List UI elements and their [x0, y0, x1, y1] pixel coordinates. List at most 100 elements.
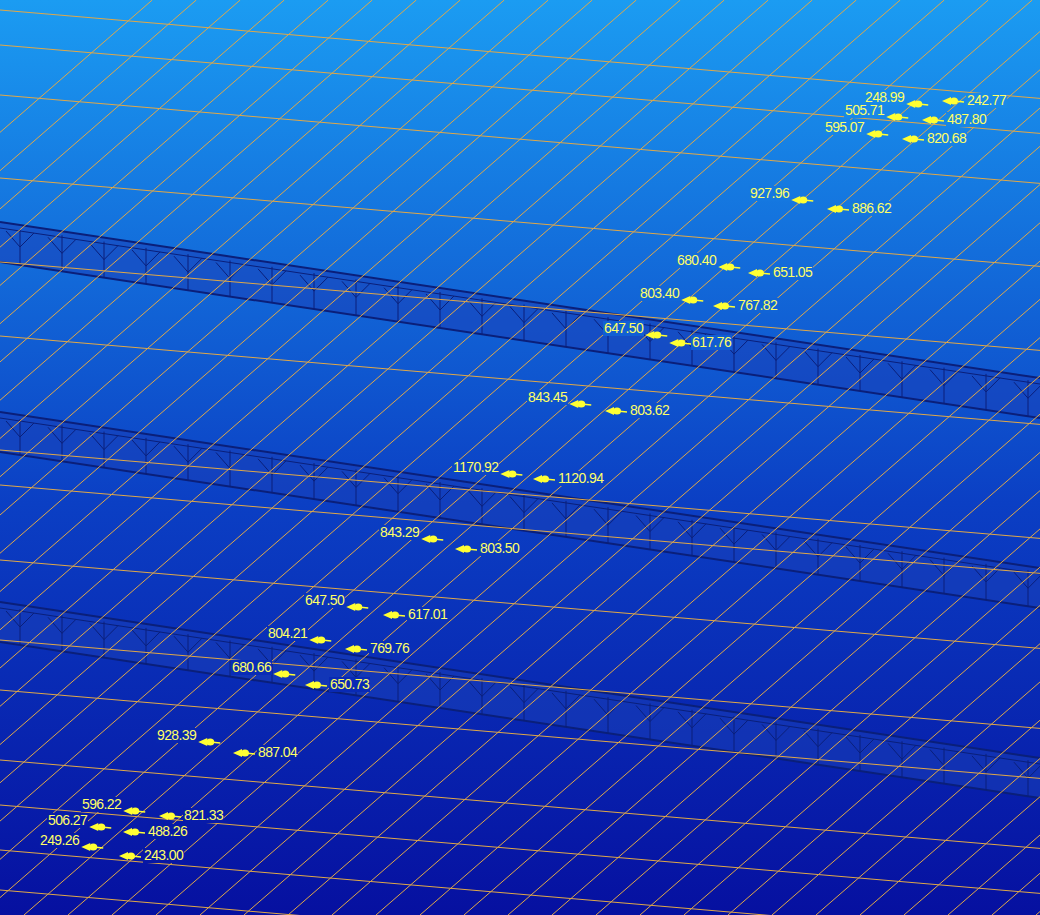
grid-line — [0, 0, 768, 915]
reaction-arrow — [123, 828, 132, 836]
reaction-arrow — [317, 685, 327, 686]
truss-diagonal — [594, 509, 608, 525]
grid-line — [24, 0, 1040, 915]
grid-line — [244, 0, 1040, 915]
truss-diagonal — [1014, 572, 1028, 588]
grid-line — [0, 0, 196, 915]
reaction-arrow — [273, 670, 282, 678]
grid-line — [0, 0, 636, 915]
truss-diagonal — [258, 269, 272, 285]
truss-diagonal — [930, 750, 944, 766]
reaction-arrow — [135, 811, 145, 812]
truss-diagonal — [482, 492, 496, 506]
grid-line — [376, 0, 1040, 915]
reaction-arrow — [942, 97, 951, 105]
reaction-value: 488.26 — [147, 824, 188, 839]
grid-line — [0, 0, 504, 915]
grid-line — [0, 0, 548, 915]
truss-diagonal — [804, 351, 818, 367]
truss-diagonal — [594, 699, 608, 715]
truss-diagonal — [174, 636, 188, 652]
truss-diagonal — [846, 737, 860, 753]
reaction-arrow — [119, 852, 128, 860]
reaction-arrow — [760, 273, 770, 274]
reaction-arrow — [827, 205, 836, 213]
grid-line — [332, 0, 1040, 915]
reaction-value: 887.04 — [257, 745, 298, 760]
truss-diagonal — [636, 706, 650, 722]
grid-line — [0, 0, 944, 915]
reaction-arrow — [902, 135, 911, 143]
reaction-arrow — [285, 674, 295, 675]
reaction-arrow — [135, 832, 145, 833]
reaction-value: 820.68 — [926, 131, 967, 146]
reaction-arrow — [718, 263, 727, 271]
grid-line — [0, 0, 416, 915]
truss-diagonal — [846, 357, 860, 373]
reaction-arrow — [605, 407, 614, 415]
truss-chord — [0, 642, 1040, 798]
truss-diagonal — [776, 346, 790, 360]
reaction-value: 767.82 — [737, 298, 778, 313]
grid-line — [288, 0, 1040, 915]
truss-diagonal — [930, 370, 944, 386]
truss-diagonal — [552, 313, 566, 329]
reaction-arrow — [93, 847, 103, 848]
truss-chord — [0, 222, 1040, 378]
truss-diagonal — [104, 626, 118, 640]
grid-line — [0, 336, 1040, 424]
reaction-value: 680.66 — [231, 660, 272, 675]
truss-diagonal — [986, 378, 1000, 392]
truss-diagonal — [314, 657, 328, 671]
truss-diagonal — [20, 613, 34, 627]
reaction-arrow — [101, 827, 111, 828]
truss-diagonal — [902, 365, 916, 379]
grid-line — [0, 0, 988, 915]
grid-line — [0, 560, 1040, 648]
reaction-arrow — [898, 117, 908, 118]
grid-line — [552, 0, 1040, 915]
reaction-arrow — [309, 636, 318, 644]
reaction-value: 769.76 — [369, 641, 410, 656]
reaction-arrow — [922, 116, 931, 124]
truss-band — [0, 412, 1040, 608]
grid-line — [0, 10, 1040, 98]
truss-diagonal — [510, 307, 524, 323]
reaction-arrow — [512, 474, 522, 475]
truss-diagonal — [174, 446, 188, 462]
truss-chord — [0, 452, 1040, 608]
truss-diagonal — [20, 233, 34, 247]
reaction-arrow — [533, 475, 542, 483]
reaction-value: 927.96 — [749, 186, 790, 201]
truss-diagonal — [888, 363, 902, 379]
grid-line — [640, 0, 1040, 915]
reaction-arrow — [748, 269, 757, 277]
grid-line — [0, 760, 1040, 848]
reaction-value: 650.73 — [329, 677, 370, 692]
truss-diagonal — [818, 733, 832, 747]
truss-diagonal — [720, 528, 734, 544]
reaction-arrow — [906, 100, 915, 108]
truss-diagonal — [468, 680, 482, 696]
truss-diagonal — [972, 376, 986, 392]
grid-line — [200, 0, 1040, 915]
reaction-arrow — [730, 267, 740, 268]
truss-diagonal — [146, 632, 160, 646]
reaction-value: 804.21 — [267, 626, 308, 641]
reaction-arrow — [954, 101, 964, 102]
reaction-value: 505.71 — [844, 103, 885, 118]
truss-diagonal — [734, 530, 748, 544]
reaction-arrow — [346, 603, 355, 611]
reaction-arrow — [198, 738, 207, 746]
grid-line — [0, 0, 812, 915]
truss-diagonal — [524, 499, 538, 513]
reaction-arrow — [131, 856, 141, 857]
reaction-arrow — [681, 296, 690, 304]
grid-line — [0, 262, 1040, 350]
reaction-arrow — [545, 479, 555, 480]
reaction-arrow — [421, 535, 430, 543]
reaction-arrow — [725, 306, 735, 307]
grid-line — [0, 0, 460, 915]
truss-diagonal — [384, 668, 398, 684]
reaction-value: 1170.92 — [452, 460, 499, 475]
